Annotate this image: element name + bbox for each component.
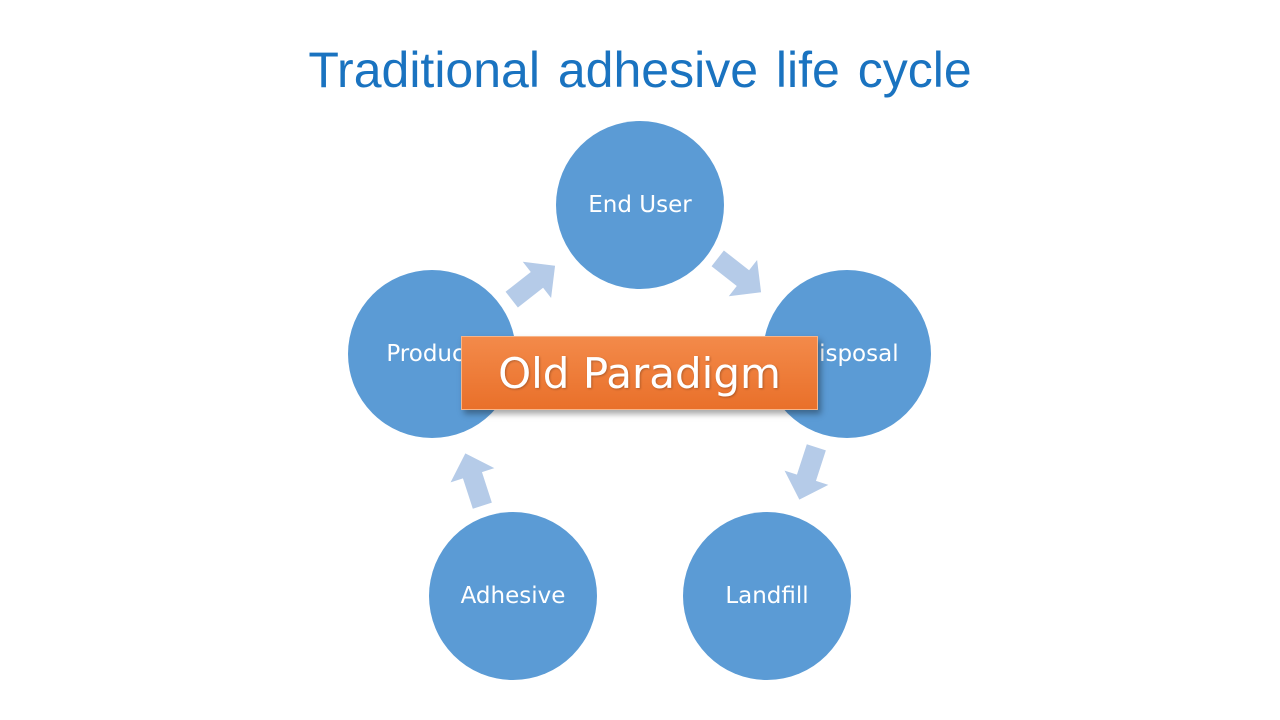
arrow-adhesive-to-product xyxy=(450,453,495,509)
node-circle xyxy=(556,121,724,289)
cycle-arrows xyxy=(450,250,829,509)
cycle-node-landfill: Landfill xyxy=(683,512,851,680)
node-label: Adhesive xyxy=(461,583,566,609)
node-label: Landfill xyxy=(725,583,808,609)
slide-title: Traditional adhesive life cycle xyxy=(308,42,972,98)
node-circle xyxy=(683,512,851,680)
cycle-node-end-user: End User xyxy=(556,121,724,289)
arrow-end-user-to-disposal xyxy=(711,250,762,297)
arrow-disposal-to-landfill xyxy=(784,444,829,500)
old-paradigm-callout: Old Paradigm xyxy=(461,336,818,410)
node-label: End User xyxy=(588,192,692,218)
node-circle xyxy=(429,512,597,680)
cycle-node-adhesive: Adhesive xyxy=(429,512,597,680)
arrow-product-to-end-user xyxy=(505,261,556,308)
node-label: Product xyxy=(386,341,473,367)
